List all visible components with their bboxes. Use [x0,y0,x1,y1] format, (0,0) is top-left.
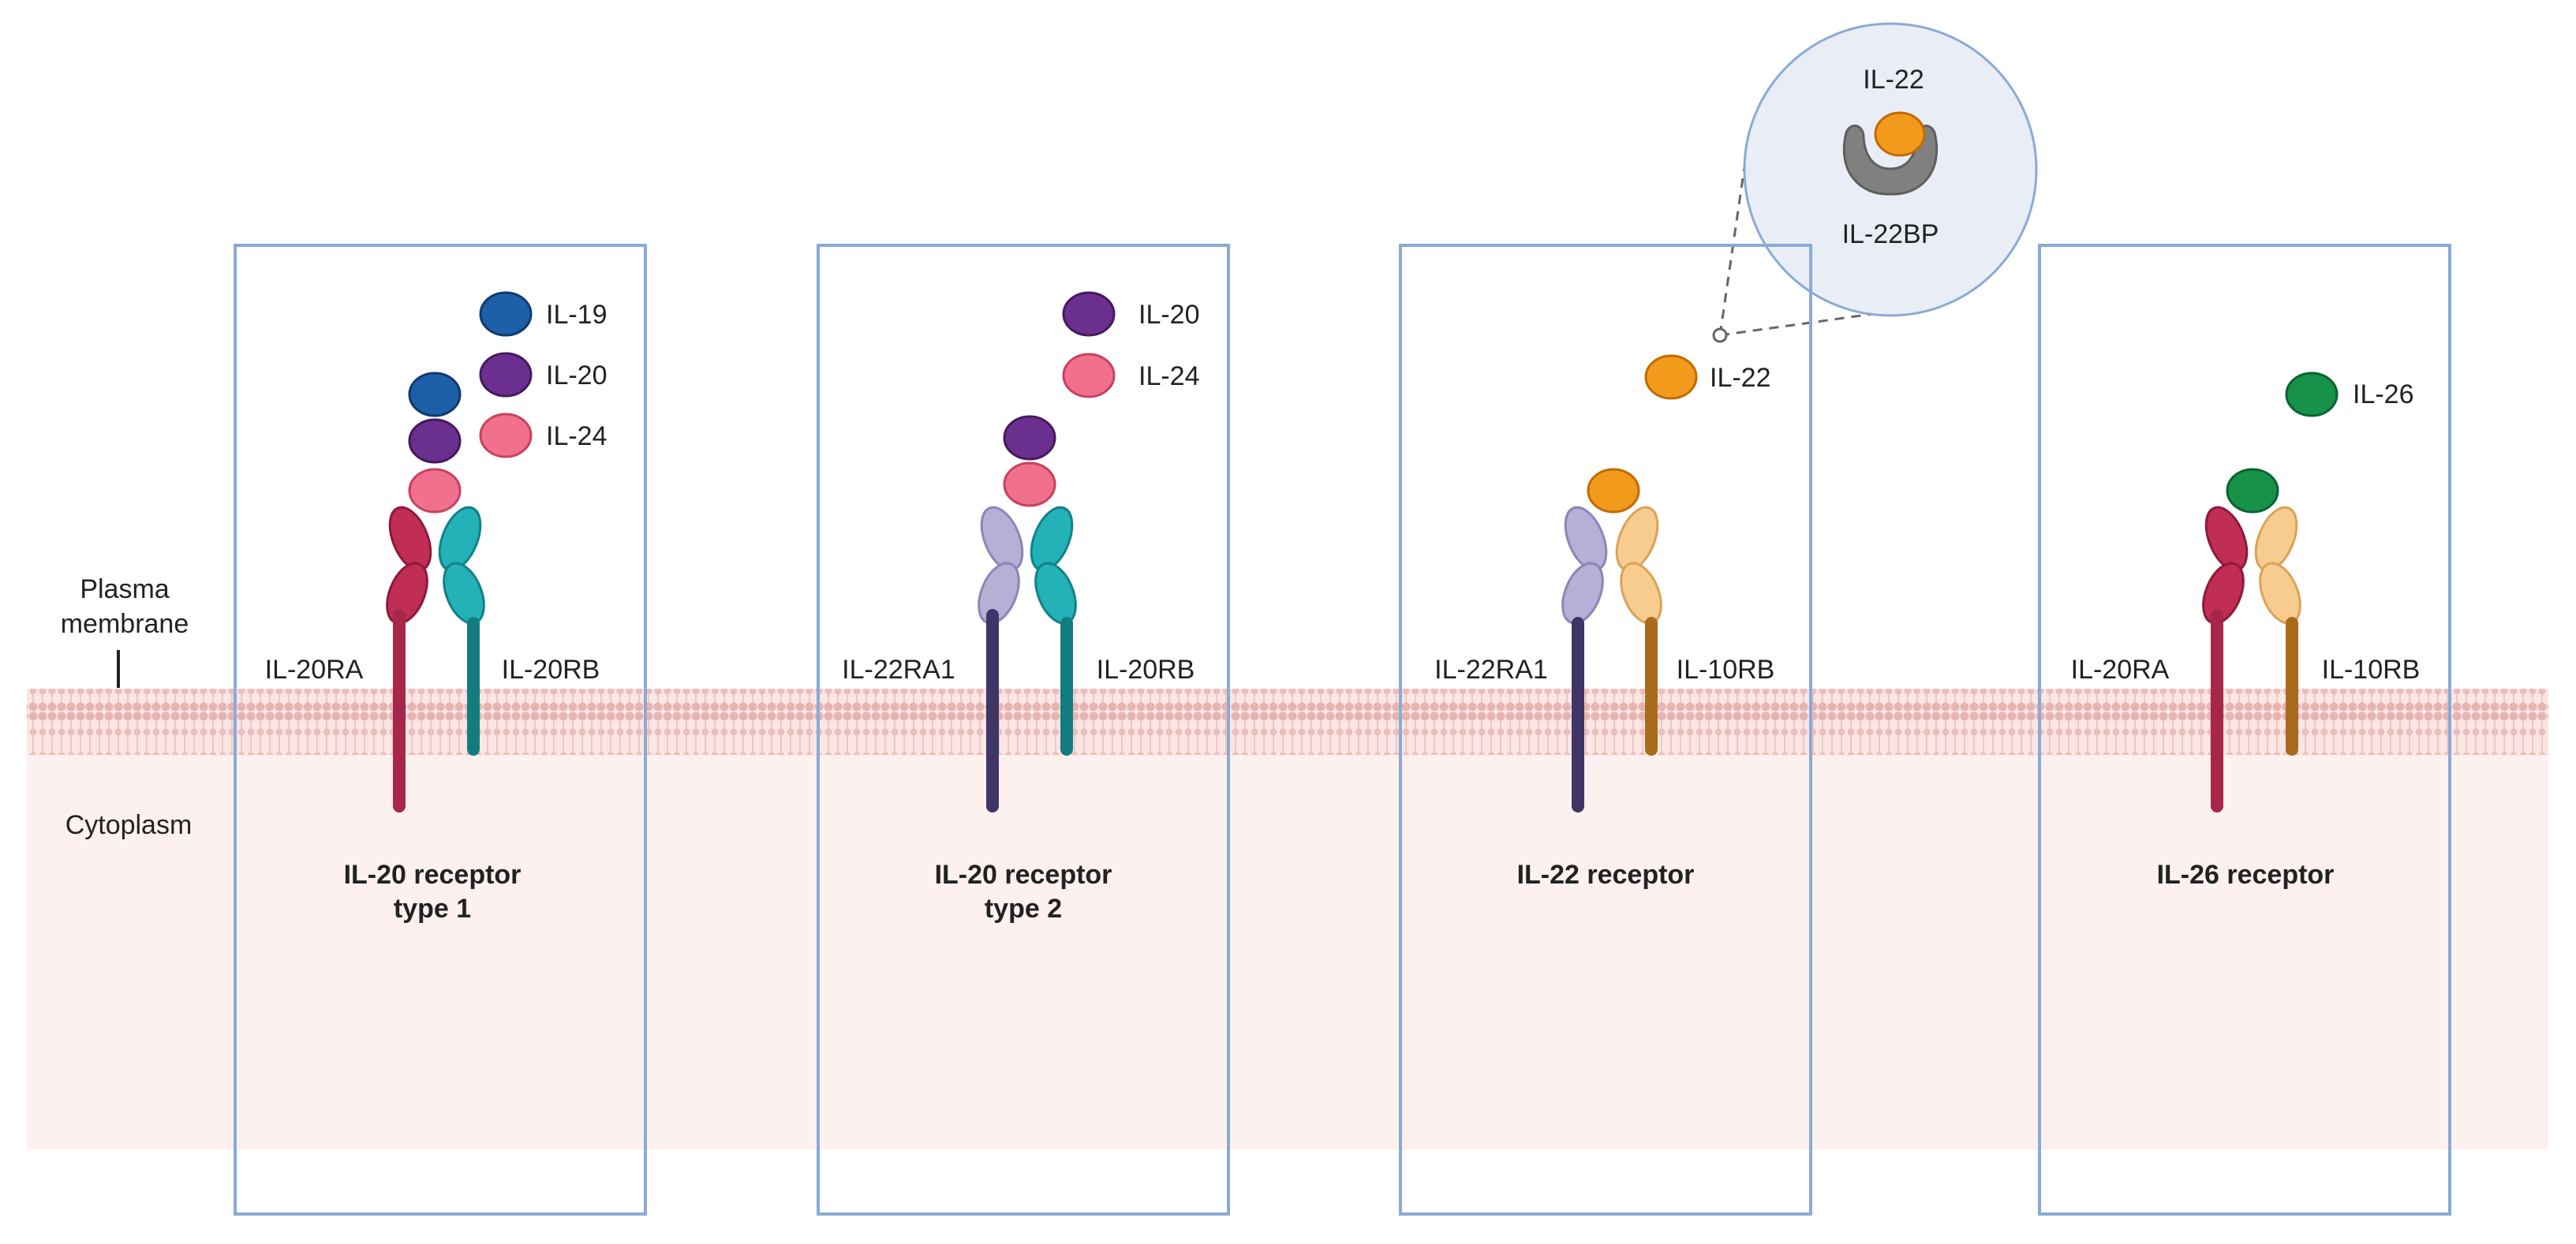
panel-frame [817,244,1230,1216]
panel-title: IL-22 receptor [1517,860,1695,890]
inset-pointer-lower [1719,310,1890,337]
inset-il22-ligand [1874,111,1926,157]
left-chain-label: IL-22RA1 [842,655,955,685]
ligand-il20 [1003,415,1056,461]
right-chain-label: IL-20RB [1097,655,1195,685]
legend-il24-ligand [479,413,533,458]
legend-il20-label: IL-20 [546,360,608,390]
panel-title-line2: type 1 [394,894,471,924]
inset-il22-label: IL-22 [1863,65,1924,95]
legend-il26-ligand [2285,372,2339,417]
panel-title: IL-26 receptor [2157,860,2335,890]
ligand-il24 [1003,461,1056,507]
il22ra1-domain-bottom [1561,562,1604,625]
legend-il19-ligand [479,291,533,337]
panel-title: IL-20 receptor [344,860,522,890]
legend-il20-ligand [479,352,533,398]
ligand-il20 [408,418,462,464]
panel-il20-receptor-type1: IL-19 IL-20 IL-24 IL-20RA IL-20RB IL-20 … [234,244,647,1216]
plasma-membrane-label: Plasma [80,574,169,604]
legend-il20-ligand [1062,291,1116,337]
left-chain-label: IL-22RA1 [1434,655,1548,685]
legend-il26-label: IL-26 [2353,379,2414,409]
panel-frame [2038,244,2451,1216]
panel-il22-receptor: IL-22 IL-22RA1 IL-10RB IL-22 receptor [1399,244,1812,1216]
panel-title: IL-20 receptor [935,860,1112,890]
plasma-membrane-inner [27,689,2548,755]
ligand-il26 [2226,468,2279,514]
inset-pointer-upper [1718,161,1747,336]
right-chain-label: IL-10RB [2322,655,2421,685]
left-chain-label: IL-20RA [265,655,364,685]
plasma-membrane-label-line2: membrane [61,609,189,639]
legend-il19-label: IL-19 [546,300,608,330]
ligand-il19 [408,372,462,417]
legend-il22-ligand [1644,354,1698,400]
ligand-il22 [1587,468,1640,514]
right-chain-label: IL-10RB [1677,655,1775,685]
left-chain-label: IL-20RA [2071,655,2170,685]
panel-il26-receptor: IL-26 IL-20RA IL-10RB IL-26 receptor [2038,244,2451,1216]
legend-il24-label: IL-24 [546,421,608,451]
legend-il24-label: IL-24 [1138,361,1200,391]
panel-title-line2: type 2 [985,894,1062,924]
legend-il20-label: IL-20 [1138,300,1200,330]
panel-il20-receptor-type2: IL-20 IL-24 IL-22RA1 IL-20RB IL-20 recep… [817,244,1230,1216]
legend-il24-ligand [1062,353,1116,398]
inset-pointer-origin [1712,327,1728,343]
panel-frame [1399,244,1812,1216]
cytoplasm-label: Cytoplasm [65,810,193,840]
right-chain-label: IL-20RB [502,655,600,685]
ligand-il24 [408,468,462,514]
inset-il22bp-label: IL-22BP [1842,219,1939,249]
panel-frame [234,244,647,1216]
legend-il22-label: IL-22 [1710,363,1771,393]
cytoplasm-region [27,753,2548,1149]
